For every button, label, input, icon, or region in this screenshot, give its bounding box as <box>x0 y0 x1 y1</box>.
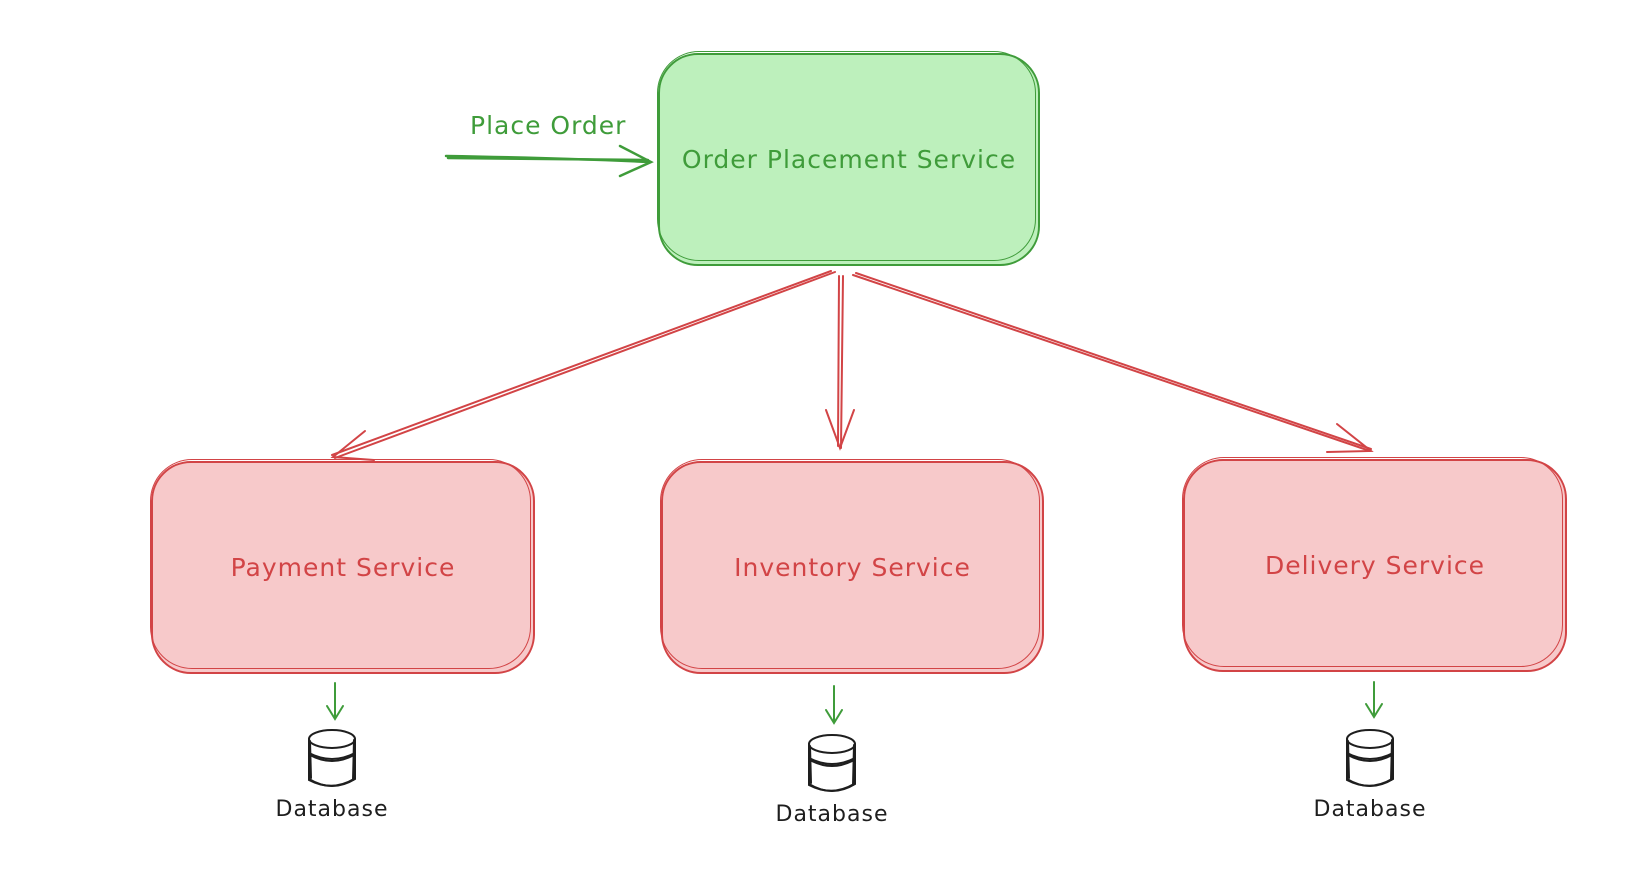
entry-label: Place Order <box>470 111 627 140</box>
inventory-database-label: Database <box>775 802 889 827</box>
inventory-service-label: Inventory Service <box>734 553 971 582</box>
payment-database-label: Database <box>275 797 389 822</box>
arrow-to-db-payment <box>326 682 344 721</box>
entry-arrow <box>444 144 654 178</box>
inventory-database[interactable]: Database <box>772 732 892 827</box>
delivery-service-label: Delivery Service <box>1264 551 1486 580</box>
arrow-to-db-delivery <box>1365 681 1383 719</box>
arrow-to-inventory <box>825 275 855 451</box>
database-icon <box>808 734 856 792</box>
delivery-service-node[interactable]: Delivery Service <box>1182 457 1567 672</box>
order-placement-service-label: Order Placement Service <box>681 145 1017 174</box>
delivery-database-label: Database <box>1313 797 1427 822</box>
payment-database[interactable]: Database <box>272 727 392 822</box>
inventory-service-node[interactable]: Inventory Service <box>660 459 1044 674</box>
arrow-to-payment <box>330 270 836 461</box>
arrow-to-db-inventory <box>825 685 843 725</box>
arrow-to-delivery <box>852 272 1374 453</box>
payment-service-node[interactable]: Payment Service <box>150 459 535 674</box>
order-placement-service-node[interactable]: Order Placement Service <box>657 51 1040 266</box>
database-icon <box>1346 729 1394 787</box>
payment-service-label: Payment Service <box>230 553 456 582</box>
database-icon <box>308 729 356 787</box>
delivery-database[interactable]: Database <box>1310 727 1430 822</box>
